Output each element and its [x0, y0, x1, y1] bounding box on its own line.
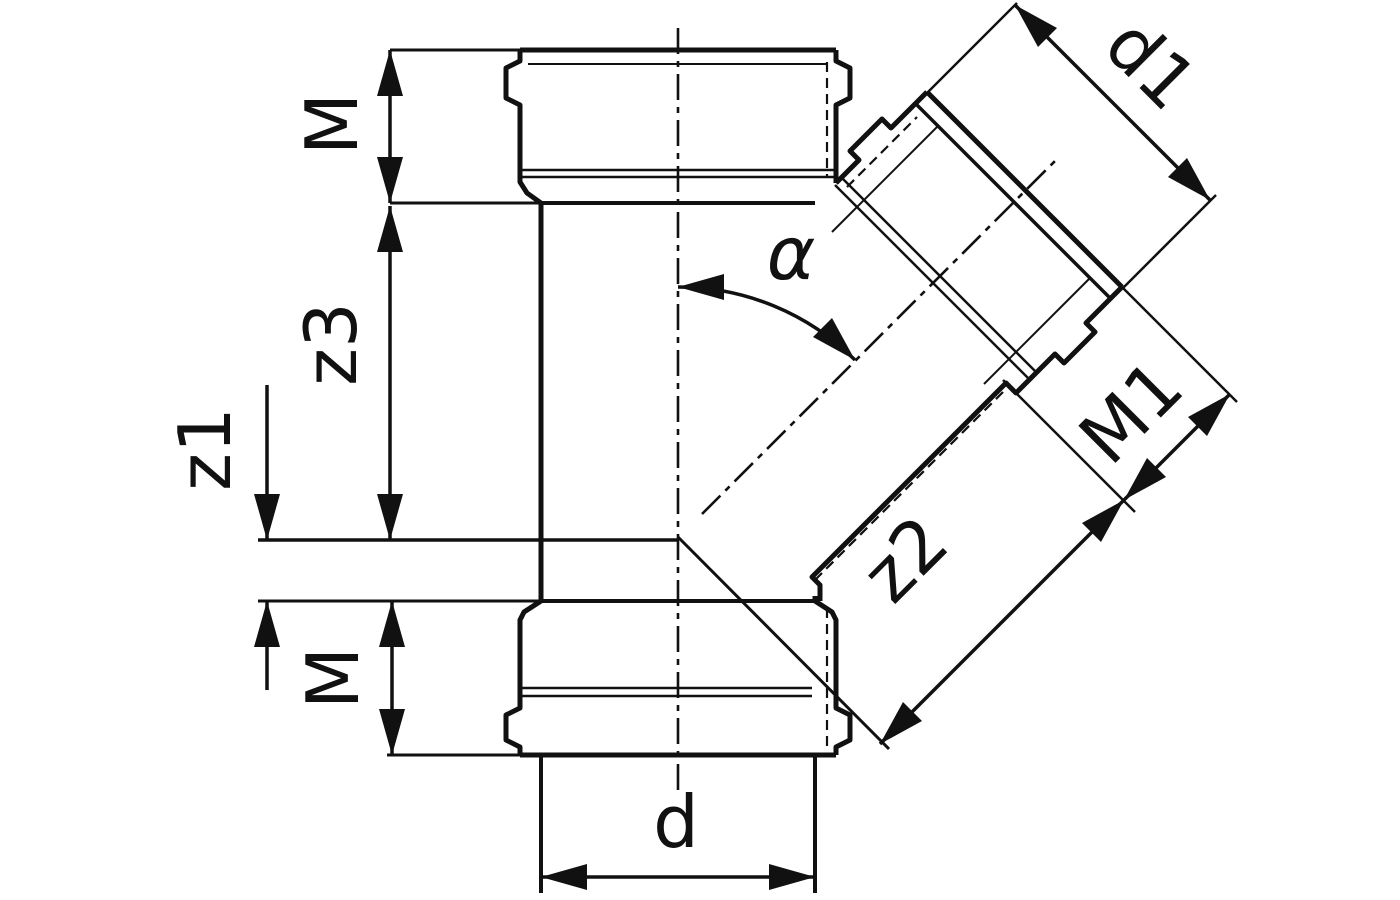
arrowheads	[254, 5, 1230, 890]
label-z1: z1	[163, 407, 247, 491]
arrow-M-bottom-up	[379, 601, 405, 647]
hidden-lines	[811, 62, 1004, 748]
label-M-bottom: M	[291, 647, 375, 709]
arrow-M-bottom-down	[379, 709, 405, 755]
arrow-z2-upper	[1082, 500, 1124, 542]
arrow-M-top-up	[377, 50, 403, 96]
top-socket-left-profile	[503, 50, 544, 601]
label-M-top: M	[290, 93, 374, 155]
branch-end-face-inner	[914, 102, 1112, 300]
branch-lower-wall	[809, 285, 1124, 601]
branch-upper-wall	[834, 90, 929, 185]
branch-shoulder-extension	[1002, 379, 1136, 513]
arrow-M1-lower	[1124, 458, 1166, 500]
arrow-d1-lower	[1168, 158, 1210, 200]
arrow-d1-upper	[1015, 5, 1057, 47]
arrow-z3-down	[377, 494, 403, 540]
label-z3: z3	[289, 302, 373, 386]
centerlines	[676, 28, 1059, 792]
arrow-z1-down	[254, 494, 280, 540]
arrow-d-right	[769, 864, 815, 890]
label-d: d	[653, 780, 699, 864]
label-z2: z2	[846, 500, 965, 619]
bottom-socket-left-profile	[503, 598, 543, 755]
branch-upper-hidden-line	[846, 116, 918, 188]
branch-seal-line-1	[834, 184, 1031, 381]
branch-lower-hidden-line	[811, 391, 1004, 584]
arrow-M-top-down	[377, 157, 403, 203]
crotch-diagonal-extension	[676, 535, 891, 751]
extension-lines	[258, 2, 1238, 757]
fitting-outline	[503, 47, 1124, 893]
branch-bore-line-lower	[983, 277, 1091, 385]
arrow-z1-up	[254, 601, 280, 647]
d1-upper-extension	[926, 2, 1018, 94]
arrow-angle-right	[813, 318, 855, 360]
dim-line-z2	[878, 498, 1126, 746]
arrow-d-left	[541, 864, 587, 890]
branch-axis-centerline	[701, 157, 1059, 515]
branch-end-extension	[1121, 286, 1238, 403]
branch-end-center-tick	[1010, 175, 1040, 205]
d1-lower-extension	[1122, 194, 1217, 289]
arrow-z3-up	[377, 206, 403, 252]
arrow-angle-left	[678, 274, 724, 300]
label-alpha: α	[767, 211, 816, 297]
bottom-socket-right-profile	[813, 598, 853, 755]
arrow-z2-lower	[880, 702, 922, 744]
top-socket-right-profile	[833, 50, 853, 183]
branch-seal-line-2	[841, 177, 1038, 374]
label-d1: d1	[1089, 2, 1213, 126]
branch-bore-line-upper	[831, 125, 939, 233]
arrow-M1-upper	[1188, 394, 1230, 436]
